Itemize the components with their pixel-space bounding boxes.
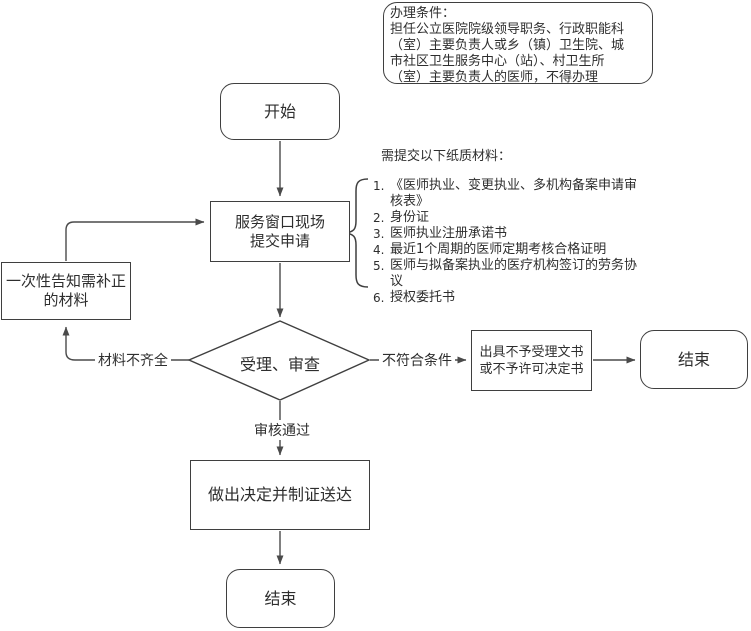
item-text: 身份证 xyxy=(390,210,430,225)
item-number: 4. xyxy=(373,243,385,257)
node-start: 开始 xyxy=(220,83,340,140)
item-text: 医师与拟备案执业的医疗机构签订的劳务协 议 xyxy=(390,258,638,289)
condition-note: 办理条件： 担任公立医院院级领导职务、行政职能科 （室）主要负责人或乡（镇）卫生… xyxy=(383,2,653,85)
materials-note-title: 需提交以下纸质材料： xyxy=(381,149,512,164)
item-text: 《医师执业、变更执业、多机构备案申请审 核表》 xyxy=(390,178,638,209)
node-reject-document: 出具不予受理文书 或不予许可决定书 xyxy=(471,330,592,391)
node-end-right: 结束 xyxy=(640,330,748,389)
materials-item: 3. 医师执业注册承诺书 xyxy=(373,226,658,242)
materials-item: 5. 医师与拟备案执业的医疗机构签订的劳务协 议 xyxy=(373,258,658,290)
edge-notice-to-submit xyxy=(65,218,205,261)
item-number: 6. xyxy=(373,291,385,305)
item-number: 3. xyxy=(373,227,385,241)
node-submit-application: 服务窗口现场 提交申请 xyxy=(210,201,350,262)
materials-item: 6. 授权委托书 xyxy=(373,290,658,306)
node-end-bottom: 结束 xyxy=(226,569,335,628)
item-number: 1. xyxy=(373,179,385,193)
edge-label-materials-incomplete: 材料不齐全 xyxy=(95,350,171,370)
node-review-label: 受理、审查 xyxy=(239,355,320,374)
materials-item: 4. 最近1个周期的医师定期考核合格证明 xyxy=(373,242,658,258)
edge-review-to-notice xyxy=(62,326,189,361)
edge-label-not-qualified: 不符合条件 xyxy=(379,350,455,370)
item-text: 授权委托书 xyxy=(390,290,456,305)
item-number: 5. xyxy=(373,259,385,273)
materials-list: 1. 《医师执业、变更执业、多机构备案申请审 核表》 2. 身份证 3. 医师执… xyxy=(373,178,658,306)
materials-item: 1. 《医师执业、变更执业、多机构备案申请审 核表》 xyxy=(373,178,658,210)
review-diamond-shape xyxy=(187,320,371,401)
materials-item: 2. 身份证 xyxy=(373,210,658,226)
item-number: 2. xyxy=(373,211,385,225)
node-correction-notice: 一次性告知需补正 的材料 xyxy=(1,262,131,320)
edge-label-approved: 审核通过 xyxy=(251,420,313,440)
node-make-decision: 做出决定并制证送达 xyxy=(190,460,370,530)
item-text: 医师执业注册承诺书 xyxy=(390,226,508,241)
item-text: 最近1个周期的医师定期考核合格证明 xyxy=(390,242,607,257)
